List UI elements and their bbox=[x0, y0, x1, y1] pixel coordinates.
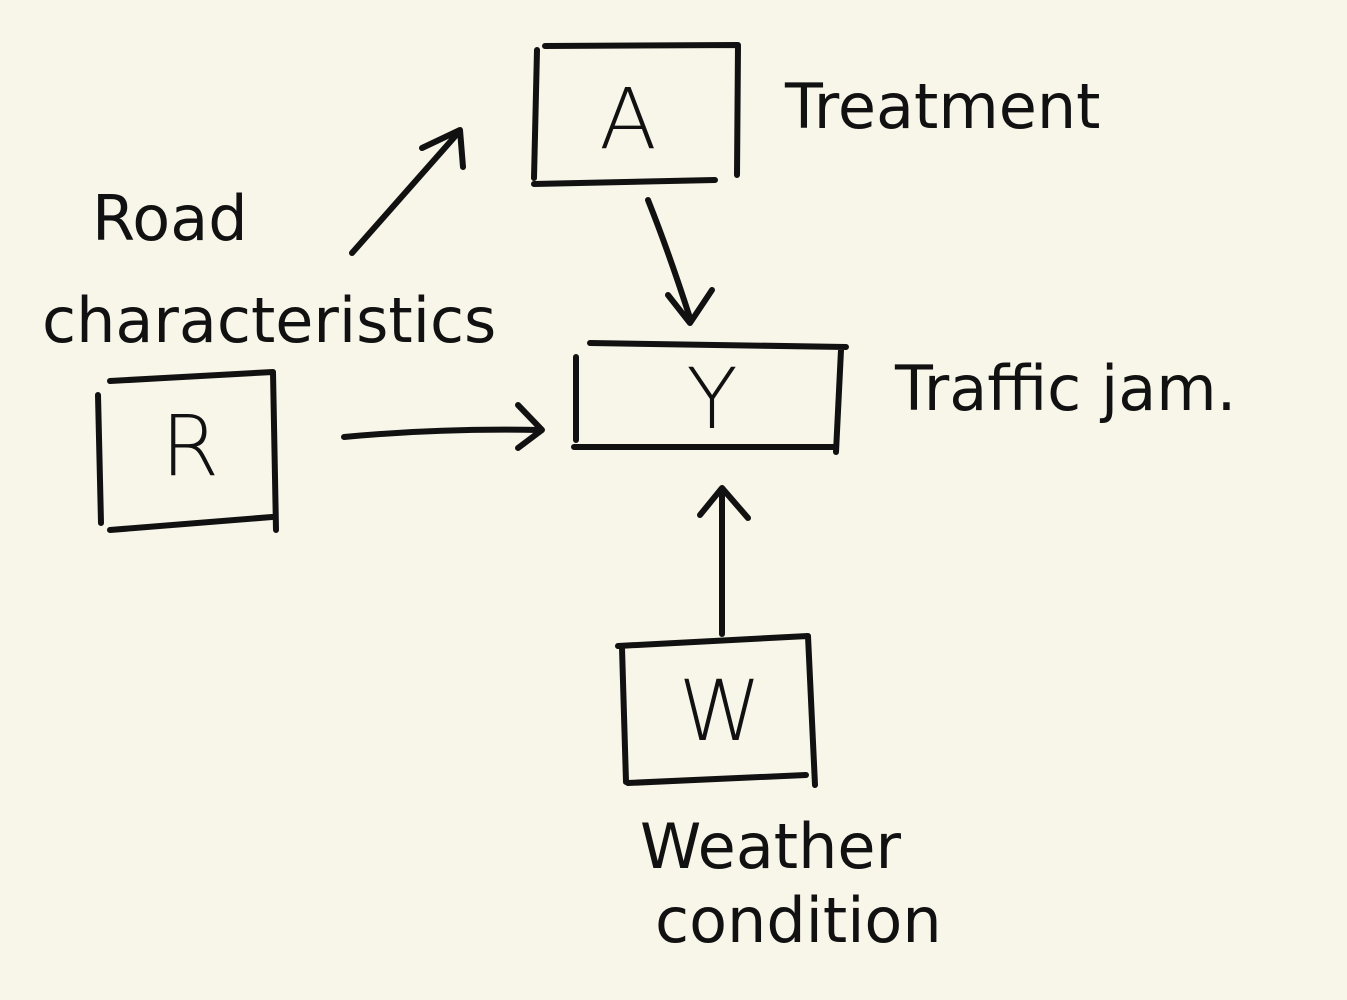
node-r-box bbox=[95, 369, 279, 533]
edge-w-to-y bbox=[697, 485, 751, 637]
node-a-label: Treatment bbox=[784, 70, 1100, 143]
edge-r-to-y-arrowhead bbox=[515, 402, 545, 451]
edge-a-to-y-line bbox=[645, 197, 693, 321]
node-a-box bbox=[531, 42, 741, 187]
edge-r-to-a bbox=[349, 127, 466, 256]
node-w-box bbox=[615, 633, 818, 788]
node-r-letter: R bbox=[161, 397, 219, 495]
node-y-label: Traffic jam. bbox=[894, 352, 1236, 425]
node-r-label-line1: Road bbox=[92, 182, 248, 255]
node-a-letter: A bbox=[599, 70, 656, 168]
edge-r-to-y-line bbox=[341, 426, 543, 440]
edge-a-to-y-arrowhead bbox=[665, 287, 715, 326]
node-w: W bbox=[615, 633, 818, 788]
node-a: A bbox=[531, 42, 741, 187]
edge-r-to-a-arrowhead bbox=[419, 127, 466, 170]
node-w-letter: W bbox=[678, 662, 761, 760]
node-w-label-line2: condition bbox=[655, 884, 942, 957]
edge-a-to-y bbox=[645, 197, 715, 326]
node-w-label-line1: Weather bbox=[640, 810, 902, 883]
node-y: Y bbox=[571, 340, 849, 455]
edge-r-to-y bbox=[341, 402, 545, 451]
node-r: R bbox=[95, 369, 279, 533]
node-r-label-line2: characteristics bbox=[42, 284, 496, 357]
edge-r-to-a-line bbox=[349, 130, 461, 256]
node-y-letter: Y bbox=[686, 350, 737, 448]
node-y-box bbox=[571, 340, 849, 455]
edge-w-to-y-arrowhead bbox=[697, 485, 751, 521]
